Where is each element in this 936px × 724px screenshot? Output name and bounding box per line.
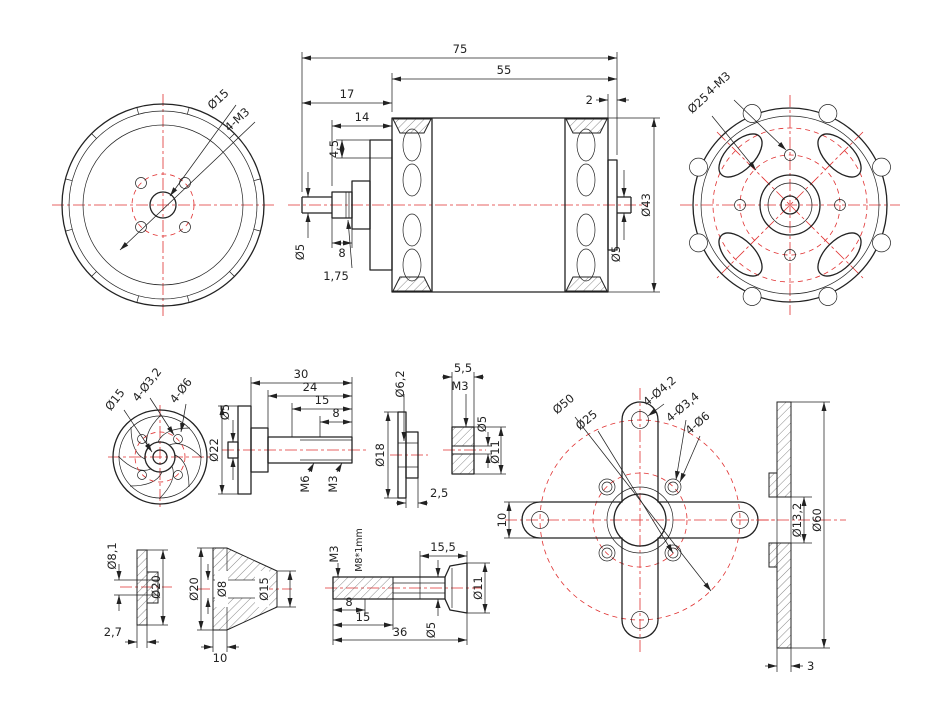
shaft-m8-label: M8*1mm bbox=[354, 528, 365, 572]
dim-55-label: 55 bbox=[497, 63, 512, 77]
shaft-15-5-label: 15,5 bbox=[430, 540, 456, 554]
xmount-holes42-label: 4-Ø4,2 bbox=[640, 373, 679, 409]
dim-75-label: 75 bbox=[453, 42, 468, 56]
collet-dia5-label: Ø5 bbox=[475, 416, 489, 432]
front-holes-label: 4-M3 bbox=[222, 105, 253, 135]
collet-m3-label: M3 bbox=[451, 379, 468, 393]
front-dia15-label: Ø15 bbox=[205, 86, 232, 112]
adapter-m3-label: M3 bbox=[326, 475, 340, 492]
dim-1-75-label: 1,75 bbox=[323, 269, 349, 283]
cap-dia20-label: Ø20 bbox=[149, 575, 163, 599]
nut-dia20-label: Ø20 bbox=[187, 577, 201, 601]
adapter-15-label: 15 bbox=[315, 393, 330, 407]
washer-2-5-label: 2,5 bbox=[430, 486, 448, 500]
dim-dia43-label: Ø43 bbox=[639, 193, 653, 217]
xmount-10-label: 10 bbox=[495, 513, 509, 528]
nut-dia8-label: Ø8 bbox=[215, 581, 229, 597]
cap-dia81-label: Ø8,1 bbox=[105, 542, 119, 569]
xmount-holes6-label: 4-Ø6 bbox=[682, 409, 712, 438]
dim-dia5-front-label: Ø5 bbox=[293, 244, 307, 260]
washer-dia18-label: Ø18 bbox=[373, 443, 387, 467]
shaft-view: M3 M8*1mm 15,5 Ø11 Ø5 8 15 36 bbox=[325, 528, 490, 645]
adapter-30-label: 30 bbox=[294, 367, 309, 381]
dim-17-label: 17 bbox=[340, 87, 355, 101]
fan-view: Ø15 4-Ø3,2 4-Ø6 bbox=[102, 365, 212, 509]
shaft-8-label: 8 bbox=[345, 595, 352, 609]
adapter-24-label: 24 bbox=[303, 380, 318, 394]
fan-holes6-label: 4-Ø6 bbox=[167, 375, 195, 406]
shaft-15-label: 15 bbox=[356, 610, 371, 624]
xmount-dia50-label: Ø50 bbox=[550, 391, 577, 417]
fan-dia15-label: Ø15 bbox=[102, 386, 128, 413]
cap-2-7-label: 2,7 bbox=[104, 625, 122, 639]
nut-10-label: 10 bbox=[213, 651, 228, 665]
fan-holes32-label: 4-Ø3,2 bbox=[129, 365, 164, 404]
xmount-view: Ø50 Ø25 4-Ø4,2 4-Ø3,4 4-Ø6 10 bbox=[495, 373, 775, 652]
motor-front-view: Ø15 4-M3 bbox=[52, 86, 274, 316]
plate-side-view: Ø13,2 Ø60 3 bbox=[756, 401, 846, 673]
adapter-8-label: 8 bbox=[332, 406, 339, 420]
motor-side-view: 75 55 17 14 4,5 2 Ø5 8 1,75 Ø5 Ø43 bbox=[288, 42, 660, 293]
plate-dia132-label: Ø13,2 bbox=[790, 503, 804, 538]
washer-view: Ø6,2 Ø18 2,5 bbox=[373, 370, 448, 508]
motor-rear-view: 4-M3 Ø25 bbox=[680, 69, 900, 315]
shaft-dia5-label: Ø5 bbox=[424, 622, 438, 638]
dim-dia5-rear-label: Ø5 bbox=[609, 246, 623, 262]
washer-dia62-label: Ø6,2 bbox=[393, 370, 407, 397]
adapter-view: 30 24 15 8 Ø5 Ø22 M6 M3 bbox=[207, 367, 366, 495]
collet-dia11-label: Ø11 bbox=[488, 440, 502, 464]
dim-2-label: 2 bbox=[586, 93, 593, 107]
dim-8-label: 8 bbox=[338, 246, 345, 260]
dim-14-label: 14 bbox=[355, 110, 370, 124]
shaft-dia11-label: Ø11 bbox=[471, 576, 485, 600]
adapter-m6-label: M6 bbox=[298, 475, 312, 492]
shaft-m3-label: M3 bbox=[327, 545, 341, 562]
cap-view: Ø8,1 Ø20 2,7 bbox=[104, 542, 172, 648]
shaft-36-label: 36 bbox=[393, 625, 408, 639]
adapter-dia22-label: Ø22 bbox=[207, 438, 221, 462]
rim-scallops bbox=[689, 104, 891, 306]
nut-dia15-label: Ø15 bbox=[257, 577, 271, 601]
collet-view: 5,5 M3 Ø5 Ø11 bbox=[442, 361, 506, 475]
label-backing bbox=[255, 571, 269, 607]
dim-4-5-label: 4,5 bbox=[327, 140, 341, 158]
xmount-dia25-label: Ø25 bbox=[573, 407, 600, 433]
label-backing bbox=[215, 571, 228, 607]
rim-slots bbox=[65, 107, 261, 303]
rear-holes-label: 4-M3 bbox=[703, 69, 734, 99]
collet-5-5-label: 5,5 bbox=[454, 361, 472, 375]
plate-3-label: 3 bbox=[807, 659, 814, 673]
plate-dia60-label: Ø60 bbox=[810, 508, 824, 532]
nut-view: Ø20 Ø8 Ø15 10 bbox=[187, 547, 296, 665]
